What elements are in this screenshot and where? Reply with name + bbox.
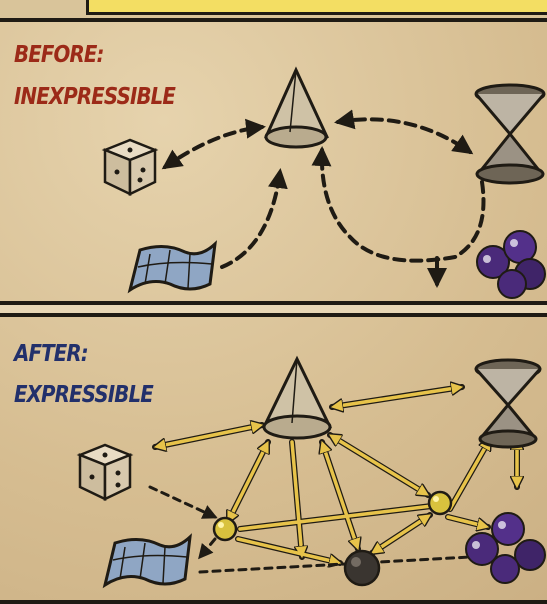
after-arrows (155, 387, 517, 563)
arrow-map-cone (222, 172, 280, 267)
after-panel: AFTER: EXPRESSIBLE (0, 313, 547, 604)
arrow-dice-cone (165, 127, 262, 167)
top-caption-box (86, 0, 547, 15)
dice-icon (105, 140, 155, 194)
arrow-node-molecule (448, 517, 488, 527)
arrow-sphere-node (372, 515, 430, 553)
before-panel: BEFORE: INEXPRESSIBLE (0, 18, 547, 305)
arrow-cone-hourglass (332, 387, 462, 407)
sphere-icon (345, 551, 379, 585)
arrow-node-map (200, 539, 215, 557)
arrow-cone-sphere (322, 442, 358, 549)
arrow-cone-node-right (330, 435, 428, 495)
arrow-node-hourglass (450, 439, 490, 509)
arrow-hourglass-cone-loop (322, 150, 484, 261)
hourglass-cone-icon (476, 85, 544, 183)
hourglass-cone-icon (476, 360, 540, 447)
map-icon (130, 244, 215, 290)
arrow-dice-cone (155, 425, 262, 447)
arrow-cone-node-left (228, 442, 268, 522)
before-diagram (0, 22, 547, 309)
cone-icon (264, 359, 330, 438)
node-icon (429, 492, 451, 514)
arrow-dice-node (150, 487, 215, 517)
molecule-icon (477, 231, 545, 298)
map-icon (105, 537, 190, 585)
after-diagram (0, 317, 547, 604)
node-icon (214, 518, 236, 540)
arrow-node-sphere (238, 539, 340, 563)
arrow-cone-down (292, 442, 302, 557)
panel-gap (0, 305, 547, 313)
arrow-cone-hourglass (338, 119, 470, 152)
cone-icon (266, 70, 327, 147)
dice-icon (80, 445, 130, 499)
